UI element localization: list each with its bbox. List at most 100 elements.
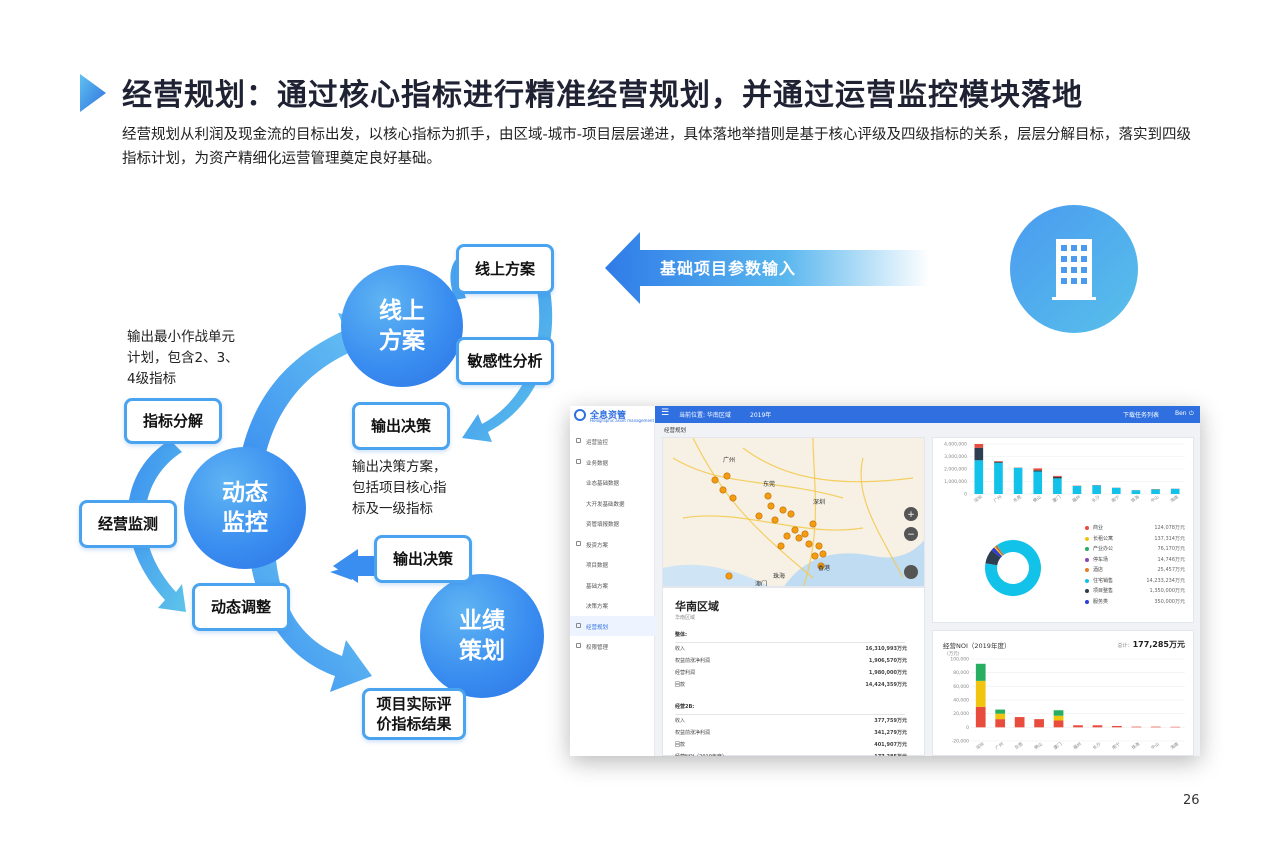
- legend-name: 长租公寓: [1093, 535, 1114, 542]
- sidebar-item-1[interactable]: 业务数据: [570, 452, 655, 472]
- kv-key: 收入: [675, 646, 686, 652]
- box-actual-result: 项目实际评 价指标结果: [362, 688, 466, 740]
- bar-segment: [1053, 475, 1062, 477]
- b2b-head: 经营2B:: [675, 704, 695, 710]
- y-tick-label: 20,000: [953, 711, 969, 717]
- kv-key: 权益前涨净利润: [675, 730, 711, 736]
- bar-segment: [975, 680, 986, 707]
- sidebar-item-label: 资管填报数据: [586, 522, 620, 528]
- map-pin: [809, 520, 817, 528]
- pie-slice: [994, 546, 1003, 557]
- title-arrow-icon: [80, 74, 106, 112]
- sidebar-item-0[interactable]: 运营监控: [570, 431, 655, 451]
- map-road: [742, 447, 914, 483]
- box-indicator-split: 指标分解: [124, 398, 222, 444]
- circle-performance-plan: 业绩 策划: [420, 574, 544, 698]
- locate-icon[interactable]: [904, 565, 918, 579]
- sidebar-item-2[interactable]: 业态基础数据: [570, 472, 655, 492]
- kv-key: 回款: [675, 742, 686, 748]
- menu-icon[interactable]: ☰: [661, 408, 670, 418]
- sidebar-item-label: 运营监控: [586, 440, 609, 446]
- year-select[interactable]: 2019年: [750, 412, 772, 419]
- note-min-unit: 输出最小作战单元 计划，包含2、3、 4级指标: [127, 329, 239, 387]
- legend-value: 137,314万元: [1154, 535, 1185, 542]
- map-pin: [811, 552, 819, 560]
- location-select[interactable]: 当前位置: 华南区域: [679, 412, 731, 419]
- box-online-plan: 线上方案: [456, 244, 554, 294]
- y-axis-label: (万元): [947, 651, 960, 657]
- sidebar-item-5[interactable]: 投资方案: [570, 534, 655, 554]
- sidebar-item-icon: [576, 622, 581, 628]
- kv-divider: [675, 714, 905, 715]
- revenue-charts: 01,000,0002,000,0003,000,0004,000,000深圳广…: [944, 442, 1185, 596]
- y-tick-label: 1,000,000: [944, 479, 967, 485]
- sidebar-item-7[interactable]: 基础方案: [570, 575, 655, 595]
- zoom-out-icon[interactable]: [904, 527, 918, 541]
- zoom-glyph: +: [907, 510, 915, 520]
- x-tick-label: 长沙: [1091, 740, 1103, 751]
- download-link[interactable]: 下载任务列表: [1123, 412, 1160, 419]
- sidebar-item-8[interactable]: 决策方案: [570, 595, 655, 615]
- map-road: [860, 457, 904, 579]
- legend-value: 25,457万元: [1157, 567, 1186, 573]
- bar-segment: [975, 706, 986, 728]
- y-tick-label: 80,000: [953, 670, 969, 676]
- box-output-decision-1: 输出决策: [352, 402, 450, 450]
- kv-key: 权益前涨净利润: [675, 658, 711, 664]
- box-sensitivity: 敏感性分析: [456, 337, 554, 385]
- noi-chart: (万元)-20,000020,00040,00060,00080,000100,…: [947, 651, 1185, 751]
- sidebar-item-4[interactable]: 资管填报数据: [570, 513, 655, 533]
- page-number: 26: [1183, 793, 1200, 808]
- map-pin: [801, 530, 809, 538]
- box-output-decision-2: 输出决策: [374, 535, 472, 583]
- sidebar-item-9[interactable]: 经营规划: [570, 615, 655, 636]
- bar-segment: [1033, 468, 1043, 471]
- x-tick-label: 广州: [992, 493, 1003, 504]
- sidebar-item-3[interactable]: 大开发基础数据: [570, 493, 655, 513]
- bar-segment: [994, 461, 1003, 462]
- legend-item[interactable]: 项目整售 1,350,000万元: [1085, 587, 1185, 596]
- map-pin: [723, 472, 731, 480]
- map-pin: [755, 512, 763, 520]
- x-tick-label: 珠海: [1130, 740, 1142, 751]
- map-pin: [767, 502, 775, 510]
- map-pin: [817, 562, 825, 570]
- power-icon[interactable]: ⏻: [1189, 410, 1194, 417]
- legend-value: 1,350,000万元: [1149, 588, 1185, 594]
- zoom-in-icon[interactable]: [904, 507, 918, 521]
- sidebar-item-label: 业态基础数据: [586, 481, 620, 487]
- map-label: 澳门: [755, 580, 767, 587]
- legend-dot: [1085, 557, 1089, 562]
- sidebar-item-label: 项目数据: [586, 563, 609, 569]
- map-label: 东莞: [763, 480, 775, 488]
- legend-name: 住宅销售: [1093, 577, 1114, 584]
- legend-item[interactable]: 长租公寓 137,314万元: [1085, 535, 1185, 544]
- legend-name: 项目整售: [1093, 588, 1114, 594]
- kv-value: 401,907万元: [874, 742, 907, 748]
- user-name[interactable]: Ben: [1175, 410, 1187, 417]
- legend-dot: [1085, 599, 1089, 604]
- map-road: [802, 438, 817, 586]
- x-tick-label: 深圳: [974, 740, 985, 751]
- sidebar-item-6[interactable]: 项目数据: [570, 554, 655, 574]
- x-tick-label: 佛山: [1031, 493, 1042, 504]
- sidebar-item-label: 权限管理: [586, 645, 609, 651]
- bar-segment: [974, 444, 984, 448]
- map-panel[interactable]: 广州东莞深圳香港澳门珠海+−: [662, 437, 925, 587]
- map-label: 深圳: [813, 498, 825, 506]
- sidebar-item-10[interactable]: 权限管理: [570, 636, 655, 656]
- sidebar-item-label: 业务数据: [586, 460, 609, 467]
- x-tick-label: 厦门: [1052, 740, 1063, 751]
- region-subtitle: 华南区域: [675, 615, 696, 621]
- bar-segment: [995, 713, 1006, 720]
